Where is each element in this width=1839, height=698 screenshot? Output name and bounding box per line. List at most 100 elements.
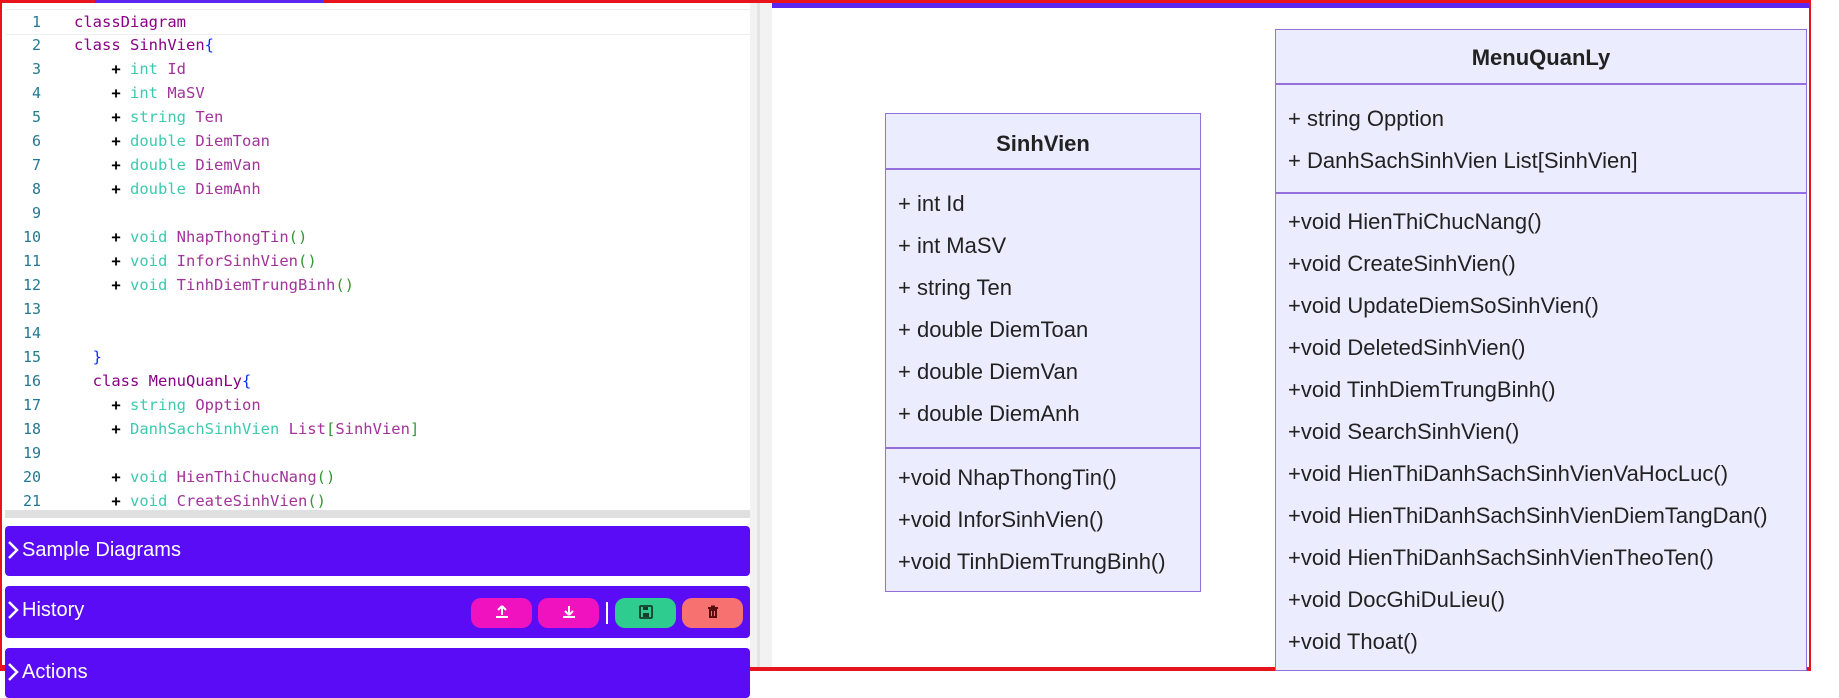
code-line[interactable]: 16 class MenuQuanLy{ bbox=[5, 369, 750, 393]
code-token: + bbox=[111, 228, 130, 246]
line-number: 4 bbox=[31, 84, 41, 102]
code-token: + bbox=[111, 396, 130, 414]
code-text: + double DiemToan bbox=[74, 129, 270, 153]
code-token: CreateSinhVien bbox=[176, 492, 308, 510]
method-row: +void UpdateDiemSoSinhVien() bbox=[1288, 293, 1599, 318]
code-token: classDiagram bbox=[74, 13, 186, 31]
code-token: void bbox=[130, 228, 177, 246]
code-line[interactable]: 19 bbox=[5, 441, 750, 465]
code-line[interactable]: 1 classDiagram bbox=[5, 9, 750, 35]
window-frame-bottom bbox=[0, 667, 1811, 671]
code-line[interactable]: 13 bbox=[5, 297, 750, 321]
code-token bbox=[74, 348, 93, 366]
code-token bbox=[74, 156, 111, 174]
code-line[interactable]: 20 + void HienThiChucNang() bbox=[5, 465, 750, 489]
method-row: +void Thoat() bbox=[1288, 629, 1418, 654]
trash-icon bbox=[705, 604, 721, 623]
line-number: 19 bbox=[22, 444, 41, 462]
pane-resizer-bar[interactable] bbox=[757, 3, 760, 667]
attribute-row: + int Id bbox=[898, 191, 965, 216]
code-token: ] bbox=[409, 420, 420, 438]
delete-button[interactable] bbox=[682, 598, 743, 628]
chevron-right-icon bbox=[7, 662, 19, 682]
code-line[interactable]: 4 + int MaSV bbox=[5, 81, 750, 105]
method-row: +void HienThiDanhSachSinhVienVaHocLuc() bbox=[1288, 461, 1729, 486]
line-number: 1 bbox=[31, 13, 41, 31]
code-token bbox=[74, 372, 93, 390]
line-number: 7 bbox=[31, 156, 41, 174]
attribute-row: + double DiemAnh bbox=[898, 401, 1080, 426]
code-token: void bbox=[130, 492, 177, 510]
code-line[interactable]: 7 + double DiemVan bbox=[5, 153, 750, 177]
code-token: [ bbox=[325, 420, 336, 438]
code-line[interactable]: 3 + int Id bbox=[5, 57, 750, 81]
class-node-menuquanly[interactable]: MenuQuanLy + string Opption + DanhSachSi… bbox=[1275, 29, 1807, 671]
toolbar-separator bbox=[606, 602, 608, 624]
code-token bbox=[74, 180, 111, 198]
code-token: + bbox=[111, 180, 130, 198]
code-token: TinhDiemTrungBinh bbox=[176, 276, 336, 294]
code-token: SinhVien bbox=[130, 36, 205, 54]
code-token: List bbox=[288, 420, 326, 438]
attribute-row: + double DiemToan bbox=[898, 317, 1089, 342]
code-line[interactable]: 11 + void InforSinhVien() bbox=[5, 249, 750, 273]
line-number: 6 bbox=[31, 132, 41, 150]
line-number: 15 bbox=[22, 348, 41, 366]
class-name: MenuQuanLy bbox=[1471, 45, 1611, 70]
code-line[interactable]: 5 + string Ten bbox=[5, 105, 750, 129]
code-text: + void InforSinhVien() bbox=[74, 249, 316, 273]
code-token bbox=[74, 60, 111, 78]
code-line[interactable]: 15 } bbox=[5, 345, 750, 369]
code-line[interactable]: 14 bbox=[5, 321, 750, 345]
line-number: 2 bbox=[31, 36, 41, 54]
code-token: DiemVan bbox=[195, 156, 261, 174]
upload-button[interactable] bbox=[471, 598, 532, 628]
sample-diagrams-panel[interactable]: Sample Diagrams bbox=[5, 526, 750, 576]
code-token: + bbox=[111, 132, 130, 150]
download-button[interactable] bbox=[538, 598, 599, 628]
upload-icon bbox=[494, 604, 510, 623]
code-token: + bbox=[111, 156, 130, 174]
code-token: } bbox=[92, 348, 103, 366]
code-token: void bbox=[130, 276, 177, 294]
line-number: 8 bbox=[31, 180, 41, 198]
code-line[interactable]: 17 + string Opption bbox=[5, 393, 750, 417]
code-token: string bbox=[130, 396, 196, 414]
code-text: + double DiemAnh bbox=[74, 177, 260, 201]
code-token: () bbox=[335, 276, 354, 294]
editor-horizontal-scrollbar[interactable] bbox=[5, 510, 750, 518]
code-line[interactable]: 8 + double DiemAnh bbox=[5, 177, 750, 201]
line-number: 5 bbox=[31, 108, 41, 126]
code-line[interactable]: 21 + void CreateSinhVien() bbox=[5, 489, 750, 513]
code-line[interactable]: 10 + void NhapThongTin() bbox=[5, 225, 750, 249]
code-token: + bbox=[111, 468, 130, 486]
code-token: DiemToan bbox=[195, 132, 270, 150]
code-token: double bbox=[130, 156, 196, 174]
method-row: +void HienThiChucNang() bbox=[1288, 209, 1542, 234]
save-button[interactable] bbox=[615, 598, 676, 628]
code-line[interactable]: 6 + double DiemToan bbox=[5, 129, 750, 153]
code-line[interactable]: 9 bbox=[5, 201, 750, 225]
code-token: Id bbox=[167, 60, 186, 78]
code-token: () bbox=[316, 468, 336, 486]
method-row: +void HienThiDanhSachSinhVienDiemTangDan… bbox=[1288, 503, 1768, 528]
line-number: 16 bbox=[22, 372, 41, 390]
actions-panel[interactable]: Actions bbox=[5, 648, 750, 698]
pane-resizer[interactable] bbox=[750, 3, 772, 667]
method-row: +void HienThiDanhSachSinhVienTheoTen() bbox=[1288, 545, 1714, 570]
save-icon bbox=[638, 604, 654, 623]
code-token: NhapThongTin bbox=[176, 228, 289, 246]
code-token: int bbox=[130, 84, 168, 102]
class-name: SinhVien bbox=[996, 131, 1090, 156]
line-number: 11 bbox=[22, 252, 41, 270]
code-token: + bbox=[111, 252, 130, 270]
code-token: MaSV bbox=[167, 84, 205, 102]
class-node-sinhvien[interactable]: SinhVien + int Id + int MaSV + string Te… bbox=[885, 113, 1201, 592]
sample-diagrams-title: Sample Diagrams bbox=[22, 539, 181, 561]
code-line[interactable]: 18 + DanhSachSinhVien List[SinhVien] bbox=[5, 417, 750, 441]
code-line[interactable]: 12 + void TinhDiemTrungBinh() bbox=[5, 273, 750, 297]
history-panel[interactable]: History bbox=[5, 586, 750, 638]
method-row: +void SearchSinhVien() bbox=[1288, 419, 1520, 444]
